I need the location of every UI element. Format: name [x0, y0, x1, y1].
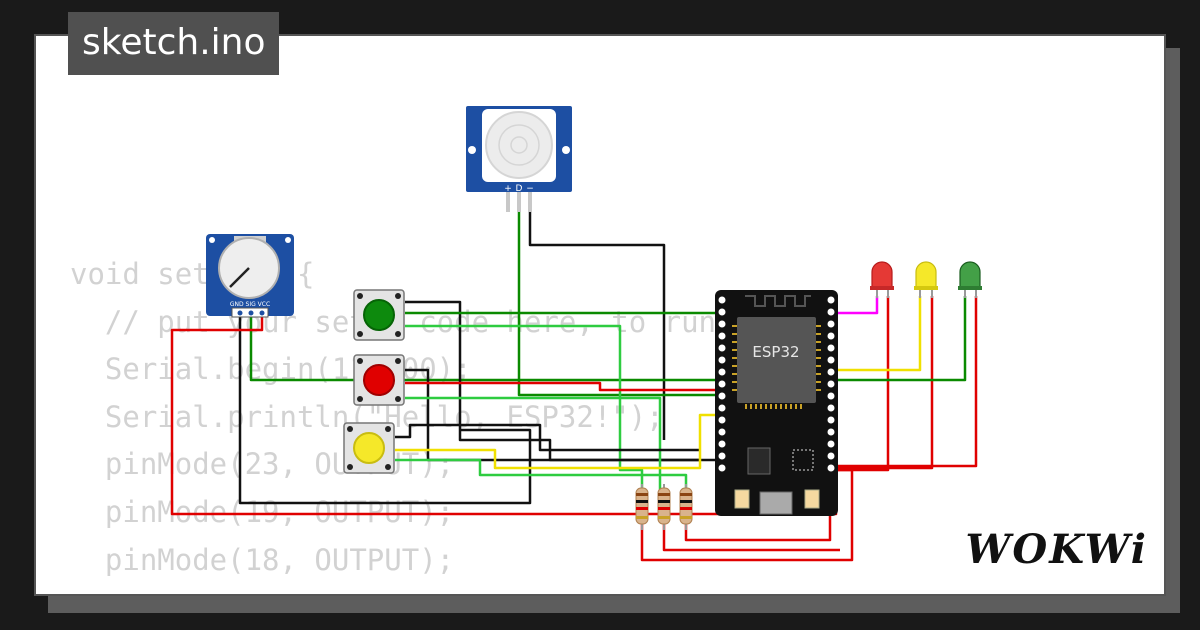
pushbutton-red[interactable]: [353, 354, 405, 406]
wire-btn-yellow-gnd: [395, 423, 700, 452]
pir-motion-sensor: + D −: [466, 106, 572, 212]
led-green: [958, 261, 982, 298]
pir-pin-gnd: −: [526, 184, 534, 194]
resistor-2: [657, 484, 671, 530]
led-red: [870, 261, 894, 298]
file-tab[interactable]: sketch.ino: [68, 12, 280, 75]
wire-led-green-gnd: [836, 296, 978, 468]
wire-btn-yellow-sig: [395, 413, 722, 470]
wire-led-red-sig: [832, 296, 879, 315]
code-line: Serial.println("Hello, ESP32!");: [70, 399, 664, 434]
pushbutton-green[interactable]: [353, 289, 405, 341]
wire-res2-bottom: [662, 524, 840, 552]
pushbutton-yellow[interactable]: [343, 422, 395, 474]
esp32-board: ESP32: [715, 290, 838, 516]
wire-btn-green-pull: [405, 324, 644, 490]
wire-led-yellow-gnd: [836, 296, 934, 470]
wire-pir-gnd: [528, 192, 666, 440]
wire-pot-gnd: [238, 313, 532, 505]
resistor-1: [635, 484, 649, 530]
pir-pin-d: D: [516, 184, 523, 194]
esp32-label: ESP32: [752, 343, 799, 361]
wire-btn-red-pull: [405, 396, 662, 490]
wire-led-green-sig: [832, 296, 967, 382]
resistor-3: [679, 484, 693, 530]
pot-pin-labels: GND SIG VCC: [230, 301, 270, 308]
wire-pot-sig: [249, 313, 722, 382]
usb-port-icon: [759, 491, 793, 515]
code-line: pinMode(18, OUTPUT);: [70, 542, 455, 577]
esp32-module: [737, 317, 816, 403]
wires: [170, 192, 978, 562]
potentiometer: GND SIG VCC: [206, 234, 294, 318]
wire-btn-yellow-pull: [395, 458, 688, 490]
wire-led-yellow-sig: [832, 296, 922, 372]
reset-button[interactable]: [804, 489, 820, 509]
pir-dome-icon: [485, 111, 553, 179]
led-yellow: [914, 261, 938, 298]
wire-pir-out: [517, 192, 722, 397]
wire-btn-red-sig: [405, 381, 722, 392]
code-line: pinMode(19, OUTPUT);: [70, 494, 455, 529]
wokwi-logo: WOKWi: [965, 526, 1148, 573]
wire-led-red-gnd: [836, 296, 890, 472]
pir-pin-vcc: +: [504, 184, 512, 194]
boot-button[interactable]: [734, 489, 750, 509]
wire-btn-red-gnd: [405, 368, 700, 462]
